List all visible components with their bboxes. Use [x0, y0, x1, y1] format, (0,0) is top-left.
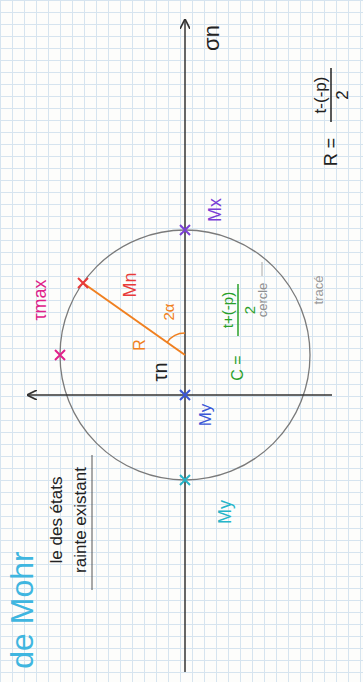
point-marks	[55, 225, 190, 485]
tau-max-cross	[55, 350, 65, 360]
my-cross	[180, 390, 190, 400]
point-label-wrap: My	[216, 500, 234, 524]
tau-axis	[28, 394, 332, 396]
mx-cross	[180, 225, 190, 235]
formula-text-wrap: C =	[230, 355, 246, 380]
title-wrap: de Mohr	[6, 551, 38, 668]
note-text: le des états	[48, 477, 65, 564]
axis-label: σn	[201, 25, 223, 51]
note-text: rainte existant	[72, 467, 89, 573]
mn-cross	[78, 278, 88, 288]
angle-arc	[167, 333, 185, 342]
fraction-bar	[237, 284, 239, 336]
radius-label-wrap: R	[132, 339, 148, 351]
axis-label-wrap: τn	[150, 362, 170, 381]
angle-label-wrap: 2α	[161, 303, 176, 320]
leader-line	[262, 262, 263, 276]
note-text-wrap: rainte existant	[72, 467, 89, 573]
point-label-wrap: Mn	[121, 272, 139, 297]
radius-label: R	[132, 339, 148, 351]
point-label-wrap: τmax	[31, 279, 49, 320]
note-text: cercle	[256, 283, 269, 318]
formula-text-wrap: 2	[242, 306, 257, 314]
point-label: τmax	[31, 279, 49, 320]
point-label: Mn	[121, 272, 139, 297]
my-cross	[180, 475, 190, 485]
formula-text-wrap: R =	[322, 138, 340, 167]
note-text-wrap: tracé	[312, 276, 325, 305]
point-label: Mx	[206, 198, 224, 222]
note-text-wrap: le des états	[48, 477, 65, 564]
axis-label: τn	[150, 362, 170, 381]
angle-label: 2α	[161, 303, 176, 320]
formula-text-wrap: t+(-p)	[220, 292, 235, 328]
point-label: My	[216, 500, 234, 524]
sigma-axis	[184, 20, 186, 672]
formula-text: t+(-p)	[220, 292, 235, 328]
note-text-wrap: cercle	[256, 283, 269, 318]
note-text: tracé	[312, 276, 325, 305]
axis-label-wrap: σn	[201, 25, 223, 51]
formula-text: 2	[334, 90, 351, 99]
title: de Mohr	[6, 551, 38, 668]
point-label: My	[197, 404, 214, 427]
fraction-bar	[330, 68, 332, 122]
formula-text-wrap: 2	[334, 90, 351, 99]
formula-text: t-(-p)	[312, 77, 329, 114]
point-label-wrap: Mx	[206, 198, 224, 222]
underline	[92, 455, 93, 590]
point-label-wrap: My	[197, 404, 214, 427]
formula-text-wrap: t-(-p)	[312, 77, 329, 114]
formula-text: 2	[242, 306, 257, 314]
formula-text: C =	[230, 355, 246, 380]
formula-text: R =	[322, 138, 340, 167]
